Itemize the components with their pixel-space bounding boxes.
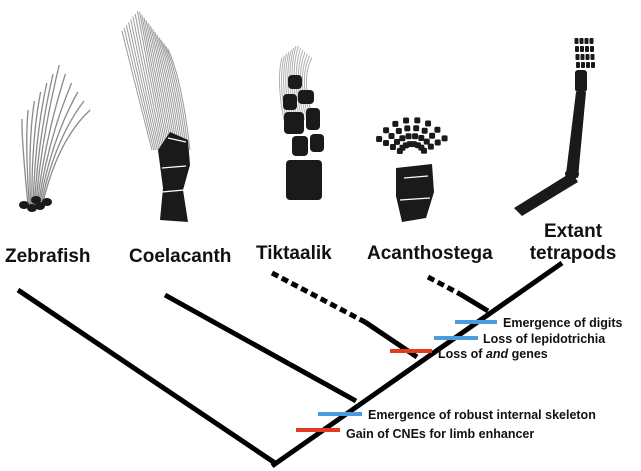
acanthostega-limb-icon xyxy=(376,117,447,222)
tiktaalik-fin-icon xyxy=(279,46,324,200)
acanthostega-branch-dashed xyxy=(428,277,460,294)
coelacanth-branch xyxy=(165,295,356,401)
emergence-of-robust-internal-skeleton-label: Emergence of robust internal skeleton xyxy=(368,408,596,422)
taxon-labels: Zebrafish Coelacanth Tiktaalik Acanthostega… xyxy=(5,221,616,267)
zebrafish-branch xyxy=(18,290,275,463)
appendage-illustrations xyxy=(19,11,595,222)
coelacanth-fin-icon xyxy=(122,11,190,222)
gain-of-cnes-for-limb-enhancer-label: Gain of CNEs for limb enhancer xyxy=(346,427,534,441)
zebrafish-fin-icon xyxy=(19,65,90,212)
tetrapod-limb-icon xyxy=(514,38,595,216)
emergence-of-digits-label: Emergence of digits xyxy=(503,316,623,330)
tiktaalik-branch-dashed xyxy=(272,273,365,322)
taxon-label-coelacanth: Coelacanth xyxy=(129,246,231,267)
loss-of-lepidotrichia-label: Loss of lepidotrichia xyxy=(483,332,606,346)
acanthostega-branch-solid xyxy=(460,294,488,311)
loss-of-and-genes-label: Loss of and genes xyxy=(438,347,548,361)
taxon-label-acanthostega: Acanthostega xyxy=(367,243,493,264)
taxon-label-tiktaalik: Tiktaalik xyxy=(256,243,332,264)
taxon-label-zebrafish: Zebrafish xyxy=(5,246,91,267)
